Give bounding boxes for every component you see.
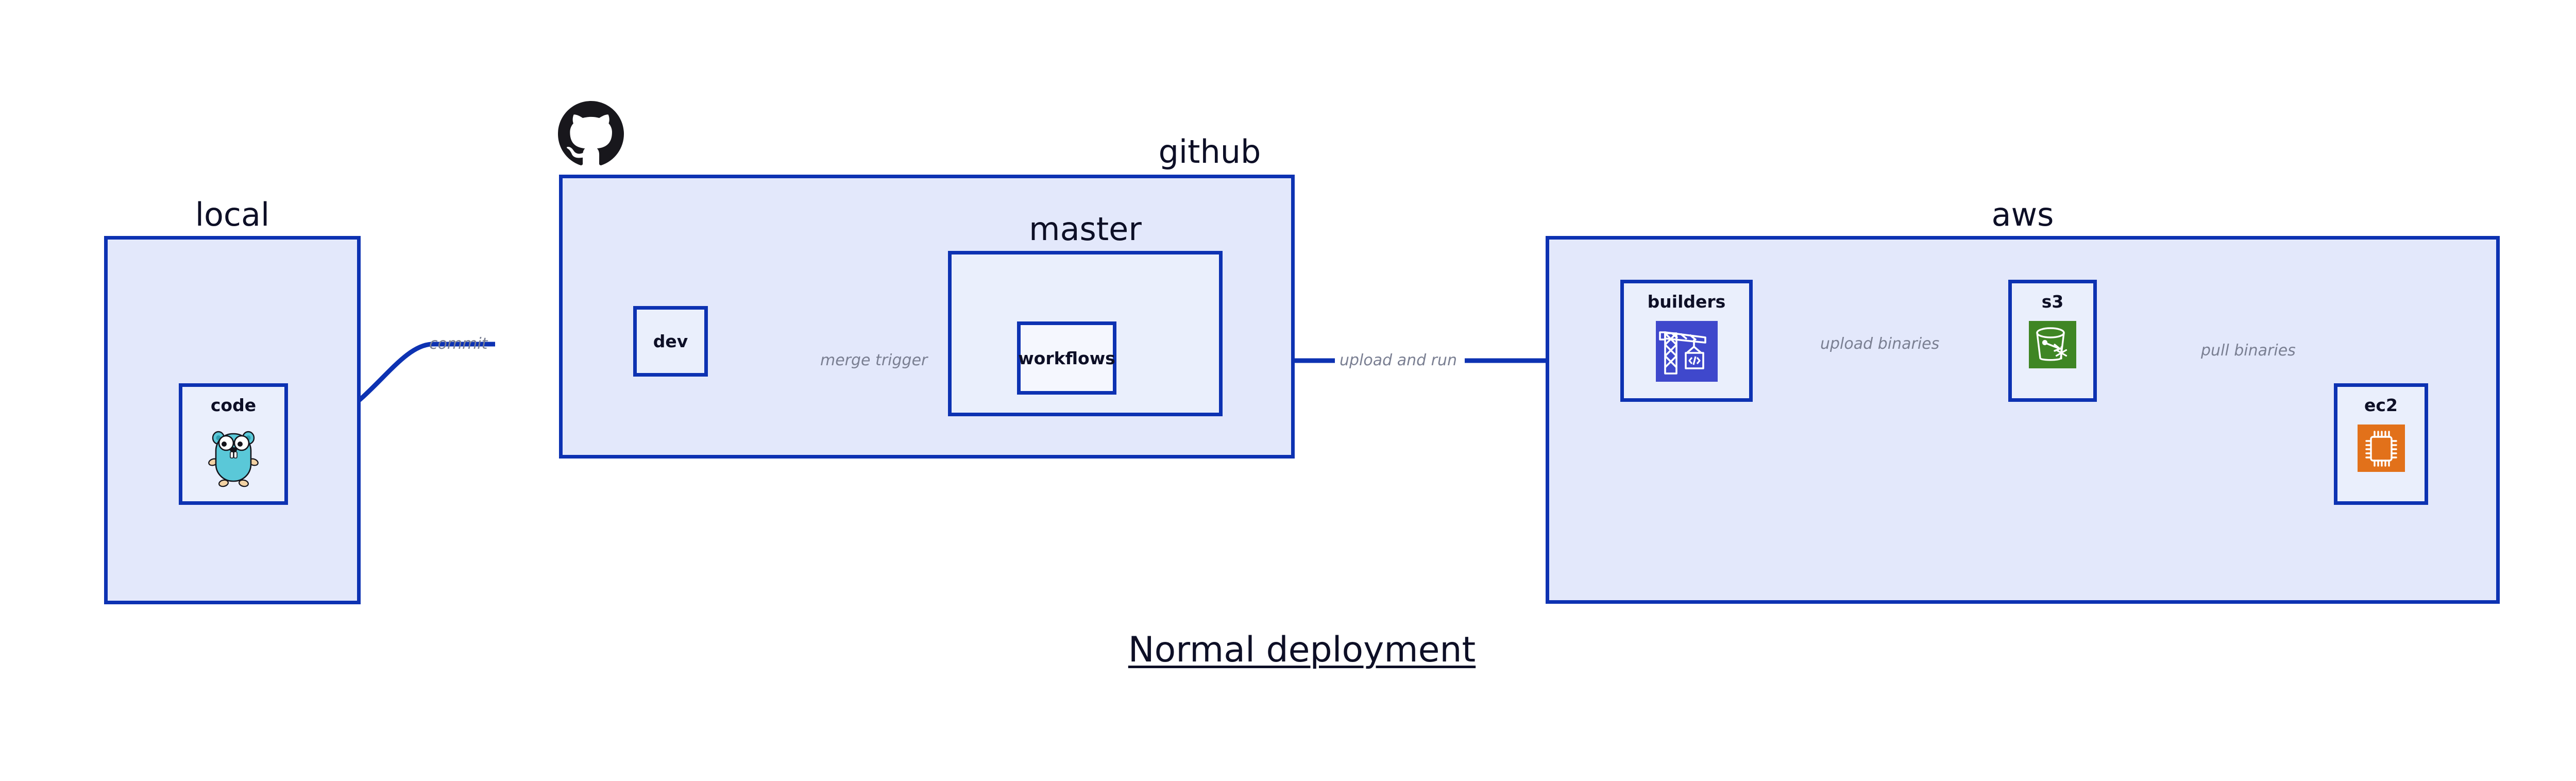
node-dev[interactable]: dev [633,306,708,377]
crane-code-icon [1655,321,1718,382]
node-s3[interactable]: s3 [2008,280,2097,402]
group-label-aws: aws [1991,196,2054,233]
edge-label-merge-trigger: merge trigger [820,351,928,369]
node-workflows[interactable]: workflows [1017,321,1116,395]
group-label-local: local [195,196,270,233]
node-label-workflows: workflows [1018,348,1115,368]
node-label-s3: s3 [2041,292,2064,312]
subgroup-label-master: master [1029,210,1142,248]
node-label-builders: builders [1647,292,1726,312]
diagram-title: Normal deployment [1128,630,1476,670]
edge-label-upload-binaries: upload binaries [1820,335,1940,353]
node-label-dev: dev [653,331,688,351]
node-ec2[interactable]: ec2 [2334,383,2428,505]
github-octocat-logo [558,101,624,167]
node-builders[interactable]: builders [1620,280,1753,402]
node-code[interactable]: code [179,383,288,505]
edge-label-upload-and-run: upload and run [1340,351,1458,369]
s3-bucket-icon [2029,321,2076,368]
go-gopher-icon [207,425,260,490]
node-label-ec2: ec2 [2364,395,2398,415]
edge-label-commit: commit [429,335,488,353]
ec2-cpu-chip-icon [2357,425,2405,472]
group-label-github: github [1158,133,1261,171]
node-label-code: code [210,395,257,415]
edge-label-pull-binaries: pull binaries [2201,342,2296,360]
